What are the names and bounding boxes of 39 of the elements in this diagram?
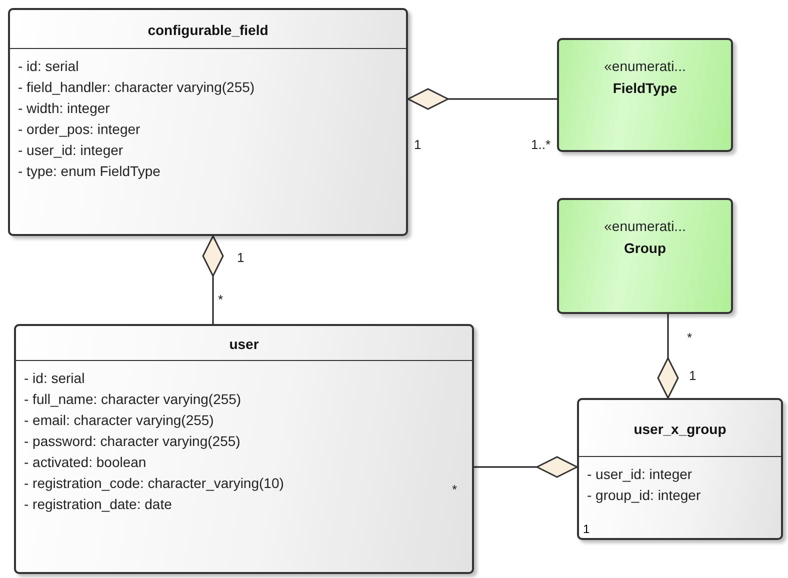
- attribute-text: - group_id: integer: [587, 487, 701, 503]
- attribute-text: - activated: boolean: [24, 454, 146, 470]
- aggregation-line: [407, 88, 557, 110]
- aggregation-line: [202, 235, 224, 324]
- multiplicity-label: 1: [414, 137, 422, 152]
- class-name: user_x_group: [632, 421, 728, 437]
- multiplicity-label: 1..*: [531, 137, 551, 152]
- attribute-text: - full_name: character varying(255): [24, 391, 242, 407]
- attribute-text: - order_pos: integer: [18, 121, 140, 137]
- class-name: user: [228, 336, 260, 352]
- enumeration-box: [557, 198, 733, 314]
- class-box: [14, 324, 474, 574]
- stereotype-label: «enumerati...: [603, 218, 687, 234]
- multiplicity-label: *: [218, 292, 224, 307]
- attribute-text: - registration_date: date: [24, 496, 172, 512]
- attribute-text: - user_id: integer: [587, 466, 692, 482]
- attribute-text: - password: character varying(255): [24, 433, 240, 449]
- attribute-text: - id: serial: [24, 370, 85, 386]
- class-name: configurable_field: [146, 22, 270, 38]
- enumeration-name: FieldType: [612, 80, 678, 96]
- attribute-text: - type: enum FieldType: [18, 163, 160, 179]
- enumeration-name: Group: [623, 240, 667, 256]
- class-box: [577, 398, 783, 540]
- attribute-text: - field_handler: character varying(255): [18, 79, 255, 95]
- multiplicity-label: 1: [237, 250, 244, 265]
- attribute-text: - user_id: integer: [18, 142, 124, 158]
- aggregation-line: [657, 314, 679, 399]
- class-box: [8, 8, 408, 236]
- stereotype-label: «enumerati...: [603, 58, 687, 74]
- attribute-text: - registration_code: character_varying(10): [24, 475, 284, 491]
- multiplicity-label: *: [452, 482, 458, 497]
- attribute-text: - id: serial: [18, 58, 79, 74]
- multiplicity-label: 1: [689, 368, 696, 383]
- attribute-text: - width: integer: [18, 100, 110, 116]
- multiplicity-label: 1: [581, 522, 592, 536]
- multiplicity-label: *: [687, 330, 692, 345]
- enumeration-box: [557, 38, 733, 152]
- aggregation-line: [474, 456, 578, 478]
- attribute-text: - email: character varying(255): [24, 412, 214, 428]
